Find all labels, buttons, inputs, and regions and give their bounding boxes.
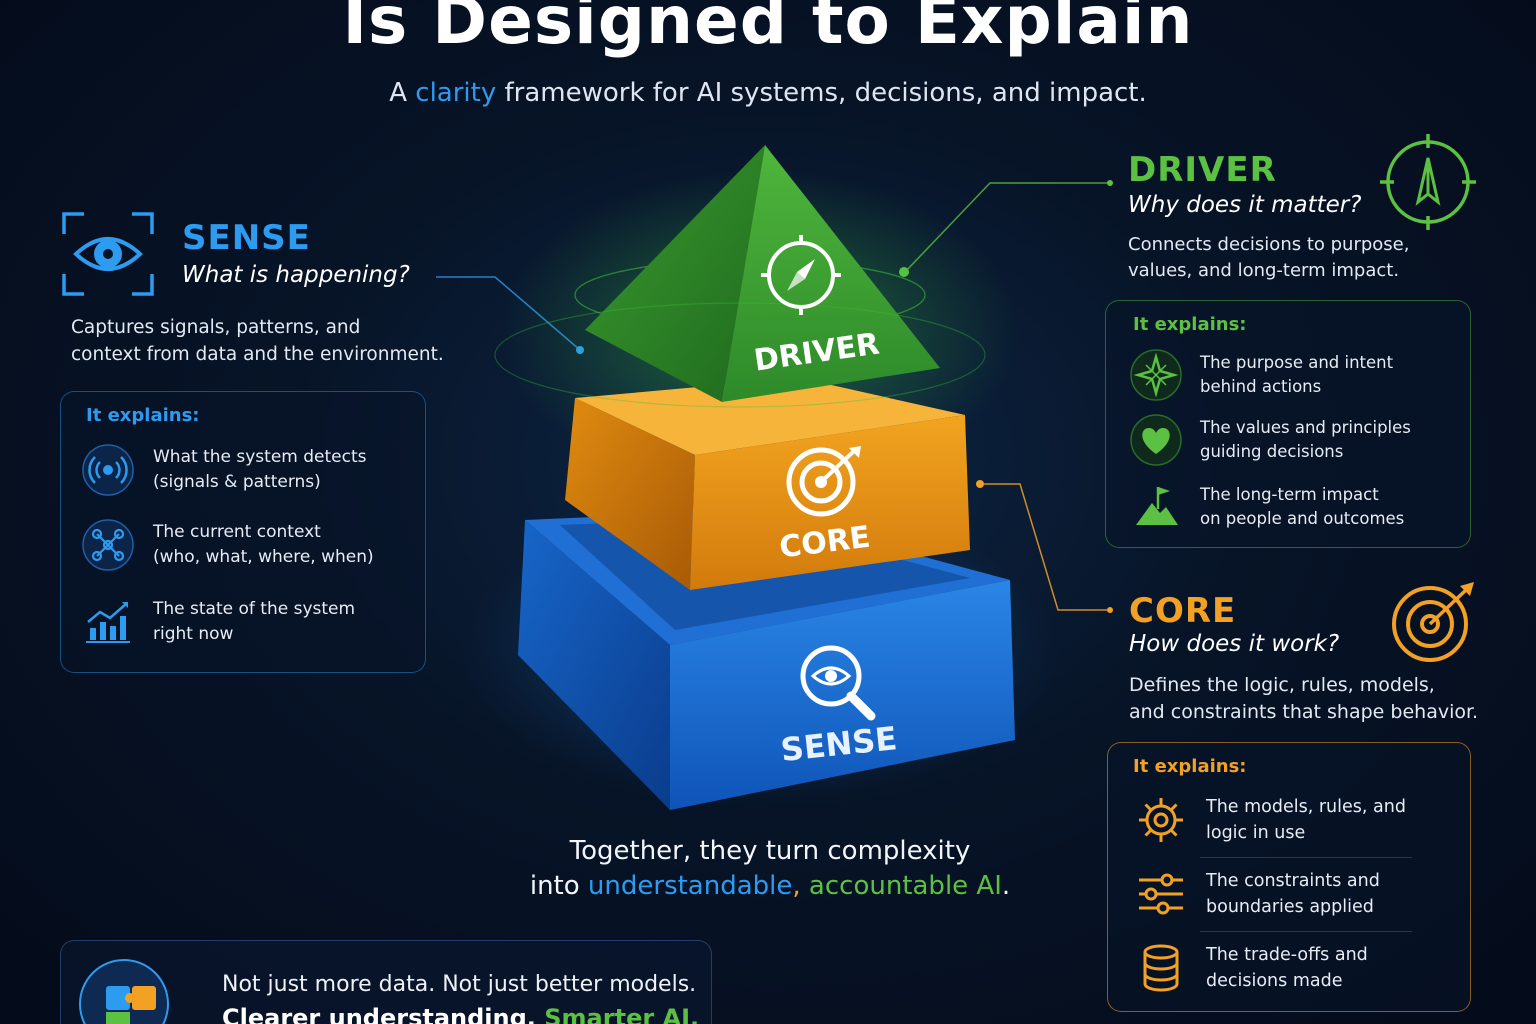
together-word-accountable: accountable AI xyxy=(808,871,1002,901)
driver-title: DRIVER xyxy=(1128,150,1277,190)
together-word-comma: , xyxy=(792,871,801,901)
core-connector-dot xyxy=(976,480,984,488)
chart-icon xyxy=(80,594,136,650)
core-connector xyxy=(980,483,1108,611)
bottom-line2-pre: Clearer understanding. xyxy=(222,1004,545,1024)
gear-icon xyxy=(1133,792,1189,848)
driver-connector-end xyxy=(1107,180,1113,186)
sense-item: What the system detects (signals & patte… xyxy=(80,442,366,498)
compass-icon xyxy=(1380,134,1476,230)
core-divider xyxy=(1200,857,1412,858)
sense-block-left xyxy=(518,520,670,810)
target-icon xyxy=(1392,582,1474,662)
core-item-3-line2: decisions made xyxy=(1206,971,1343,991)
core-connector-end xyxy=(1107,607,1113,613)
sense-block-front xyxy=(670,580,1015,810)
page-subtitle: A clarity framework for AI systems, deci… xyxy=(0,78,1536,108)
core-title: CORE xyxy=(1129,591,1237,631)
driver-question: Why does it matter? xyxy=(1128,192,1362,218)
together-line1: Together, they turn complexity xyxy=(569,836,971,866)
sense-question: What is happening? xyxy=(182,262,410,288)
together-statement: Together, they turn complexity into unde… xyxy=(430,834,1110,904)
driver-desc-line1: Connects decisions to purpose, xyxy=(1128,234,1410,255)
subtitle-post: framework for AI systems, decisions, and… xyxy=(496,78,1147,108)
bottom-line2-highlight: Smarter AI. xyxy=(544,1004,700,1024)
subtitle-pre: A xyxy=(389,78,416,108)
driver-item-3-line1: The long-term impact xyxy=(1200,485,1379,504)
sense-item-2-line1: The current context xyxy=(153,522,321,542)
sense-item-3-line1: The state of the system xyxy=(153,599,356,619)
core-item-3-line1: The trade-offs and xyxy=(1206,945,1368,965)
target-icon xyxy=(786,446,861,517)
sense-item: The current context (who, what, where, w… xyxy=(80,517,374,573)
together-word-understandable: understandable xyxy=(587,871,793,901)
heart-icon xyxy=(1128,412,1184,468)
core-description: Defines the logic, rules, models, and co… xyxy=(1129,672,1478,726)
together-line2-post: . xyxy=(1001,871,1011,901)
driver-item-2-line2: guiding decisions xyxy=(1200,442,1344,461)
sense-item-3-line2: right now xyxy=(153,624,234,644)
core-desc-line2: and constraints that shape behavior. xyxy=(1129,701,1479,723)
driver-item: The values and principles guiding decisi… xyxy=(1128,412,1411,468)
sense-item-1-line2: (signals & patterns) xyxy=(153,472,321,492)
signal-icon xyxy=(80,442,136,498)
subtitle-highlight: clarity xyxy=(415,78,497,108)
core-item-2-line2: boundaries applied xyxy=(1206,897,1374,917)
sense-panel-head: It explains: xyxy=(86,405,200,426)
driver-panel-head: It explains: xyxy=(1133,314,1247,335)
driver-item-1-line2: behind actions xyxy=(1200,377,1322,396)
page-title: Is Designed to Explain xyxy=(342,0,1194,59)
core-divider xyxy=(1200,931,1412,932)
eye-search-icon xyxy=(800,645,876,721)
eye-frame-icon xyxy=(62,212,154,296)
driver-item: The long-term impact on people and outco… xyxy=(1128,479,1404,535)
driver-item-3-line2: on people and outcomes xyxy=(1200,509,1405,528)
bottom-line2: Clearer understanding. Smarter AI. xyxy=(222,1004,699,1024)
sense-item-1-line1: What the system detects xyxy=(153,447,367,467)
sense-description: Captures signals, patterns, and context … xyxy=(71,314,444,368)
core-block-left xyxy=(565,398,695,590)
puzzle-icon xyxy=(79,959,169,1024)
core-item-1-line1: The models, rules, and xyxy=(1206,797,1406,817)
sliders-icon xyxy=(1133,866,1189,922)
bottom-callout xyxy=(60,940,712,1024)
sense-title: SENSE xyxy=(182,218,311,258)
compass-icon xyxy=(761,235,841,315)
core-item-2-line1: The constraints and xyxy=(1206,871,1380,891)
sense-desc-line2: context from data and the environment. xyxy=(71,344,444,365)
together-line2-pre: into xyxy=(529,871,588,901)
core-item: The trade-offs and decisions made xyxy=(1133,940,1368,996)
database-icon xyxy=(1133,940,1189,996)
layered-pyramid: DRIVER CORE SENSE xyxy=(460,145,1060,810)
together-line2: into understandable, accountable AI. xyxy=(430,869,1110,904)
core-block xyxy=(565,378,970,590)
driver-desc-line2: values, and long-term impact. xyxy=(1128,260,1400,281)
core-question: How does it work? xyxy=(1129,631,1340,657)
core-item-1-line2: logic in use xyxy=(1206,823,1306,843)
driver-item: The purpose and intent behind actions xyxy=(1128,347,1393,403)
core-item: The constraints and boundaries applied xyxy=(1133,866,1380,922)
driver-item-1-line1: The purpose and intent xyxy=(1200,353,1394,372)
star-icon xyxy=(1128,347,1184,403)
mountain-flag-icon xyxy=(1128,479,1184,535)
sense-desc-line1: Captures signals, patterns, and xyxy=(71,317,361,338)
bottom-line1: Not just more data. Not just better mode… xyxy=(222,972,697,997)
core-panel-head: It explains: xyxy=(1133,756,1247,777)
driver-description: Connects decisions to purpose, values, a… xyxy=(1128,232,1409,284)
core-item: The models, rules, and logic in use xyxy=(1133,792,1406,848)
network-icon xyxy=(80,517,136,573)
core-desc-line1: Defines the logic, rules, models, xyxy=(1129,674,1435,696)
sense-item: The state of the system right now xyxy=(80,594,355,650)
core-block-top xyxy=(575,378,965,455)
driver-item-2-line1: The values and principles xyxy=(1200,418,1411,437)
core-block-front xyxy=(690,415,970,590)
driver-block-left xyxy=(585,145,765,402)
sense-item-2-line2: (who, what, where, when) xyxy=(153,547,374,567)
